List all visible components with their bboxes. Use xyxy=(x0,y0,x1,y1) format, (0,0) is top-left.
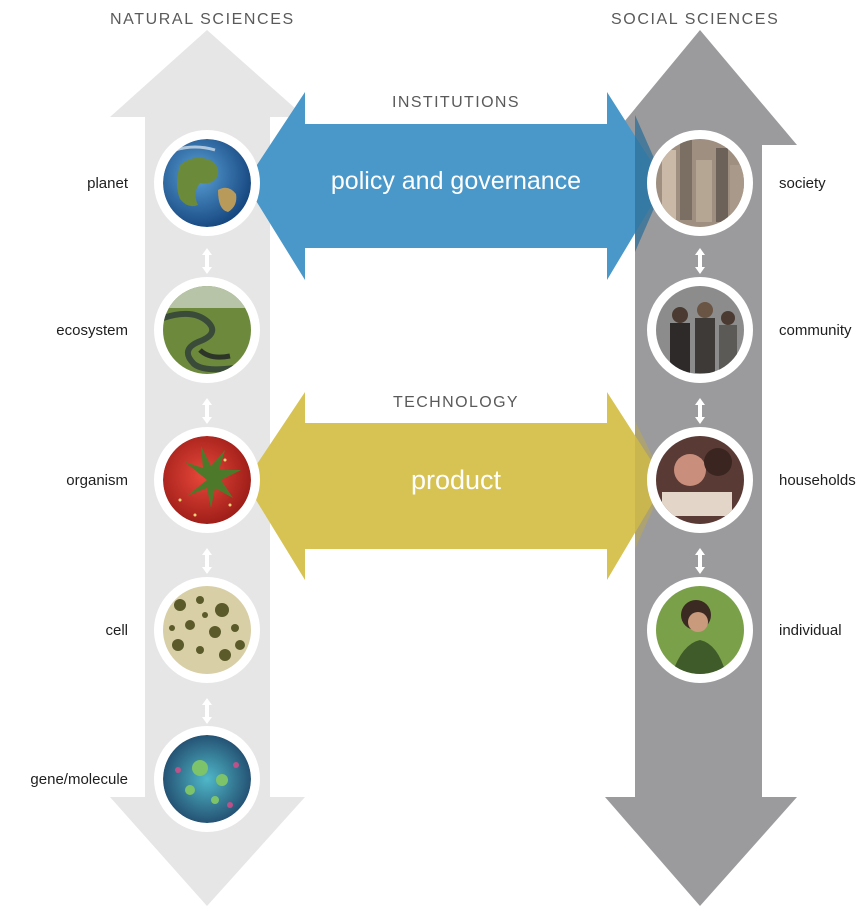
households-label: households xyxy=(779,472,856,489)
households-image xyxy=(656,436,744,524)
planet-image xyxy=(163,139,251,227)
technology-arrow xyxy=(245,392,665,580)
individual-image xyxy=(656,586,744,674)
organism-label: organism xyxy=(66,472,128,489)
social-sciences-title: SOCIAL SCIENCES xyxy=(611,11,780,28)
society-label: society xyxy=(779,175,826,192)
individual-label: individual xyxy=(779,622,842,639)
gene-image xyxy=(163,735,251,823)
society-image xyxy=(656,139,744,227)
connector-arrow xyxy=(202,248,212,724)
community-label: community xyxy=(779,322,852,339)
technology-label: product xyxy=(410,465,502,495)
ecosystem-image xyxy=(163,286,251,374)
connector-arrow xyxy=(695,248,705,574)
planet-label: planet xyxy=(87,175,128,192)
gene-molecule-label: gene/molecule xyxy=(30,771,128,788)
natural-sciences-title: NATURAL SCIENCES xyxy=(110,11,295,28)
cell-label: cell xyxy=(105,622,128,639)
institutions-label: policy and governance xyxy=(330,167,582,195)
organism-image xyxy=(163,436,251,524)
community-image xyxy=(656,286,744,374)
institutions-arrow xyxy=(245,92,665,280)
ecosystem-label: ecosystem xyxy=(56,322,128,339)
cell-image xyxy=(163,586,251,674)
institutions-title: INSTITUTIONS xyxy=(392,94,520,111)
technology-title: TECHNOLOGY xyxy=(392,394,519,411)
